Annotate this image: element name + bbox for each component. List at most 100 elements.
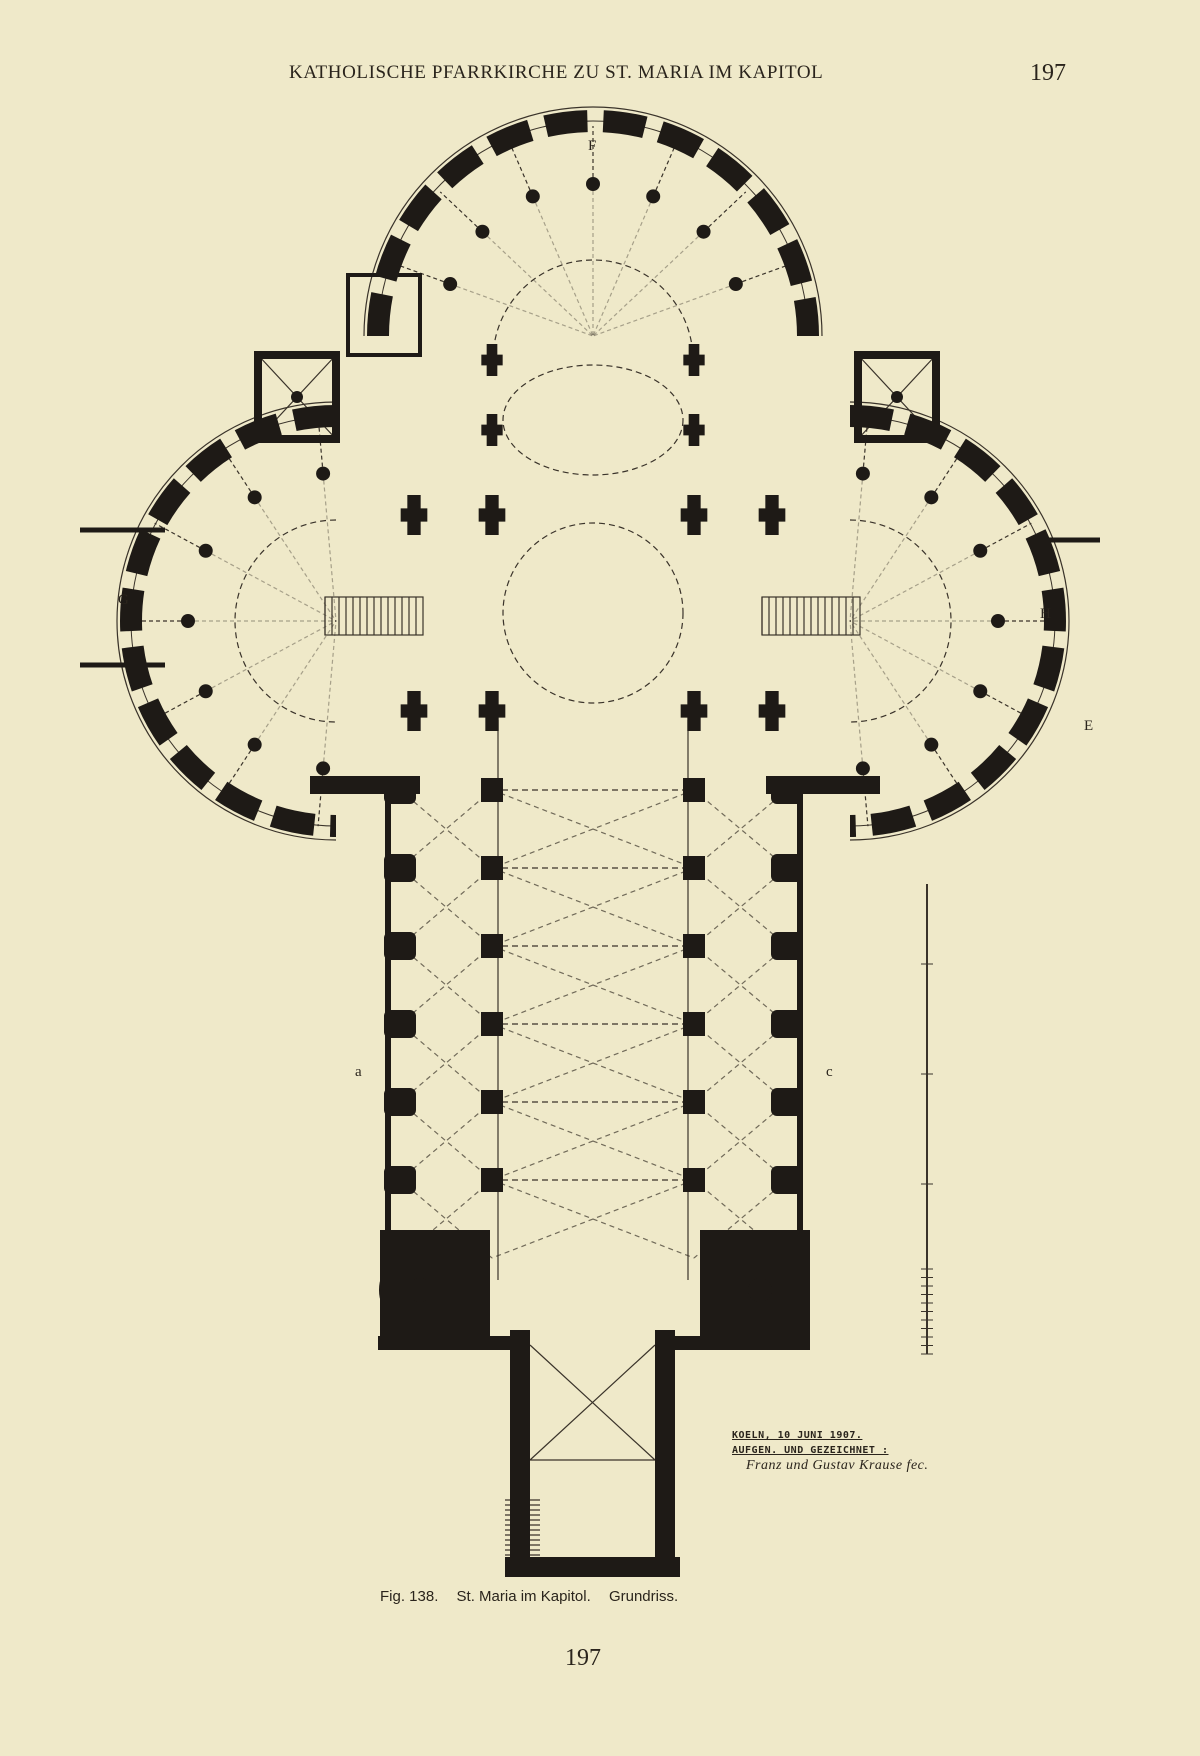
rib-line — [930, 448, 964, 498]
cross-pier — [400, 495, 428, 535]
aisle-wall-pier — [771, 1166, 803, 1194]
col-west-column — [247, 737, 262, 752]
rib-line — [322, 473, 337, 622]
label-west: G — [118, 592, 129, 608]
figure-subtitle: Grundriss. — [608, 1588, 679, 1605]
cross-pier — [680, 691, 708, 731]
stair-newel — [408, 1278, 432, 1302]
apse-north-wall-outline — [377, 120, 809, 337]
aisle-wall-pier — [384, 1088, 416, 1116]
rib-line — [849, 620, 932, 745]
rib-line — [592, 196, 654, 337]
nave-pier — [683, 934, 705, 958]
inscription-credit: AUFGEN. UND GEZEICHNET : — [732, 1445, 889, 1456]
cross-pier — [481, 414, 503, 446]
col-north-column — [586, 177, 600, 191]
exterior-walls — [80, 527, 1100, 668]
col-west-column — [316, 466, 331, 481]
nave-pier — [481, 856, 503, 880]
diagonal-rib — [399, 867, 788, 947]
cross-pier — [680, 495, 708, 535]
choir-vault-ellipse — [502, 364, 684, 476]
cross-pier — [400, 691, 428, 731]
col-north-column — [696, 224, 711, 239]
col-north-column — [728, 277, 743, 292]
cross-pier — [758, 495, 786, 535]
col-west-column — [198, 543, 213, 558]
col-east-column — [855, 466, 870, 481]
apse-east-outer-line — [849, 401, 1070, 841]
rib-line — [849, 620, 981, 692]
col-west-column — [181, 614, 195, 628]
aisle-wall-pier — [384, 1010, 416, 1038]
figure-number: Fig. 138. — [380, 1588, 439, 1605]
rib-line — [254, 620, 337, 745]
aisle-wall-pier — [771, 1088, 803, 1116]
apse-west-wall — [120, 405, 337, 837]
inner-apse-west — [234, 519, 337, 723]
aisle-wall-pier — [771, 854, 803, 882]
crossing-dome-circle — [502, 522, 684, 704]
label-section-a: a — [355, 1064, 362, 1080]
cross-pier — [758, 691, 786, 731]
col-east-column — [973, 684, 988, 699]
cross-pier — [683, 344, 705, 376]
label-section-c: c — [826, 1064, 833, 1080]
nave-pier — [481, 778, 503, 802]
rib-line — [482, 231, 594, 337]
diagonal-rib — [399, 1023, 788, 1103]
rib-line — [735, 263, 791, 285]
rib-line — [979, 522, 1032, 552]
rib-line — [317, 415, 324, 474]
cross-pier — [478, 495, 506, 535]
footer-page-number: 197 — [565, 1645, 601, 1671]
inscription-date: KOELN, 10 JUNI 1907. — [732, 1430, 863, 1441]
side-tower — [254, 351, 340, 443]
transept-stair — [324, 596, 424, 636]
inner-apse-east — [849, 519, 952, 723]
running-header: KATHOLISCHE PFARRKIRCHE ZU ST. MARIA IM … — [289, 62, 824, 83]
nave-pier — [683, 856, 705, 880]
figure-caption: Fig. 138. St. Maria im Kapitol. Grundris… — [380, 1588, 692, 1605]
tower-boss — [891, 391, 903, 403]
col-east-column — [973, 543, 988, 558]
nave-pier — [481, 1168, 503, 1192]
corner-mass — [380, 1230, 490, 1343]
rib-line — [449, 283, 594, 337]
nave-pier — [683, 1090, 705, 1114]
north-annex — [346, 273, 422, 357]
scale-bar — [921, 884, 933, 1355]
diagonal-rib — [399, 1179, 788, 1259]
rib-line — [849, 620, 864, 769]
stair-newel — [748, 1278, 772, 1302]
diagonal-rib — [399, 1101, 788, 1181]
nave-pier — [683, 778, 705, 802]
rib-line — [509, 142, 534, 197]
apse-west-outer-line — [116, 401, 337, 841]
nave-edge-line — [497, 720, 689, 1280]
aisle-wall-pier — [771, 932, 803, 960]
diagonal-rib — [399, 789, 788, 869]
side-tower — [854, 351, 940, 443]
rib-line — [862, 415, 869, 474]
rib-line — [222, 744, 256, 794]
col-west-column — [198, 684, 213, 699]
tower-vault-lines — [529, 1344, 656, 1461]
rib-line — [205, 620, 337, 692]
entrance-tower-wall — [505, 1330, 680, 1577]
aisle-wall-pier — [384, 1166, 416, 1194]
label-east-small: E — [1084, 718, 1093, 734]
col-north-column — [475, 224, 490, 239]
col-north-column — [525, 189, 540, 204]
rib-line — [254, 497, 337, 622]
apse-east-wall — [849, 405, 1066, 837]
cross-pier — [683, 414, 705, 446]
rib-line — [652, 142, 677, 197]
col-west-column — [247, 490, 262, 505]
figure-title: St. Maria im Kapitol. — [456, 1588, 591, 1605]
col-east-column — [991, 614, 1005, 628]
label-east: H — [1040, 606, 1051, 622]
tower-boss — [291, 391, 303, 403]
col-east-column — [855, 761, 870, 776]
